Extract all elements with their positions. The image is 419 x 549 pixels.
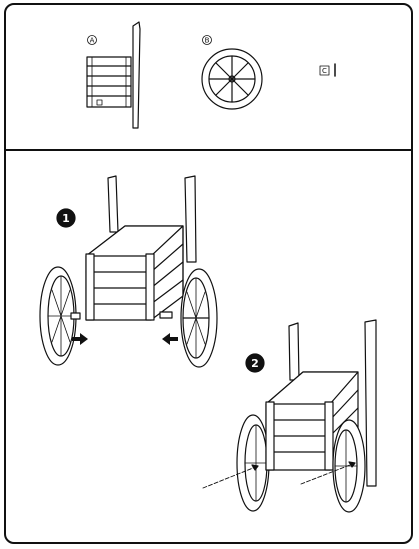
section-divider xyxy=(6,149,411,151)
step-2-right-wheel xyxy=(332,419,366,513)
step-2-left-wheel xyxy=(236,414,270,512)
step-1-right-wheel xyxy=(180,268,218,368)
bolt-guide-left xyxy=(202,465,259,489)
part-a-label: A xyxy=(90,37,95,45)
part-c-label: C xyxy=(322,67,327,75)
arrow-right-icon xyxy=(72,333,88,345)
arrow-left-icon xyxy=(162,333,178,345)
part-c: C xyxy=(319,63,336,77)
step-1-badge xyxy=(56,208,76,228)
part-b: B xyxy=(201,35,263,110)
part-a: A xyxy=(86,21,141,129)
step-2: 2 xyxy=(202,319,377,513)
step-2-number: 2 xyxy=(251,357,259,370)
step-1-number: 1 xyxy=(62,212,70,225)
instruction-sheet xyxy=(4,3,413,544)
step-2-badge xyxy=(245,353,265,373)
part-b-label: B xyxy=(205,37,210,45)
step-1: 1 xyxy=(39,175,218,368)
bolt-guide-right xyxy=(300,462,356,485)
